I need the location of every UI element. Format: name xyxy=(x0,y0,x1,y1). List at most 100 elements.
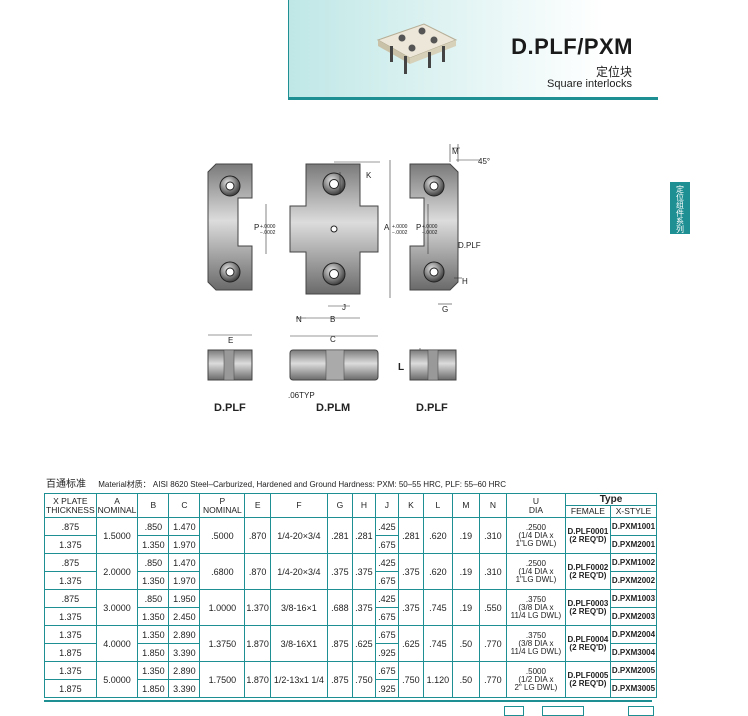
cell-l: .745 xyxy=(422,589,453,626)
dim-label-a: A xyxy=(384,223,390,232)
cell-j: .675 xyxy=(374,625,399,644)
cell-a: 4.0000 xyxy=(95,625,139,662)
cell-thickness: 1.375 xyxy=(44,607,97,626)
cell-u-line: (3/8 DIA x xyxy=(518,638,554,648)
cell-f: 1/2-13x1 1/4 xyxy=(269,661,328,698)
cell-b: 1.350 xyxy=(137,535,170,554)
cell-a: 2.0000 xyxy=(95,553,139,590)
dim-label-m: M xyxy=(452,147,459,156)
cell-female-line: (2 REQ'D) xyxy=(569,534,607,544)
cell-h: .281 xyxy=(351,517,376,554)
cell-e: 1.370 xyxy=(244,589,271,626)
cell-p: 1.3750 xyxy=(199,625,246,662)
cell-c: 1.970 xyxy=(168,571,201,590)
th-j: J xyxy=(374,493,399,518)
th-e: E xyxy=(244,493,271,518)
cell-f: 1/4-20×3/4 xyxy=(269,553,328,590)
cell-x-style: D.PXM3004 xyxy=(609,643,658,662)
cell-a: 3.0000 xyxy=(95,589,139,626)
th-b: B xyxy=(137,493,170,518)
cell-x-style: D.PXM1001 xyxy=(609,517,658,536)
cell-x-style: D.PXM3005 xyxy=(609,679,658,698)
cell-j: .925 xyxy=(374,679,399,698)
cell-j: .675 xyxy=(374,571,399,590)
dim-label-p: P xyxy=(254,223,259,232)
cell-n: .310 xyxy=(478,517,507,554)
cell-c: 2.890 xyxy=(168,661,201,680)
cell-b: .850 xyxy=(137,517,170,536)
cell-c: 2.450 xyxy=(168,607,201,626)
cell-l: .620 xyxy=(422,517,453,554)
cell-l: 1.120 xyxy=(422,661,453,698)
cell-b: .850 xyxy=(137,589,170,608)
cell-u-line: 1"LG DWL) xyxy=(515,538,557,548)
cell-e: 1.870 xyxy=(244,661,271,698)
cell-c: 3.390 xyxy=(168,643,201,662)
subtitle-chinese: 定位块 xyxy=(595,65,632,79)
left-plf-side-view xyxy=(207,349,253,381)
middle-plm-top-view xyxy=(289,163,379,295)
cell-u-line: (1/2 DIA x xyxy=(518,674,554,684)
th-m: M xyxy=(451,493,480,518)
side-category-tab[interactable]: 定位组件系列 xyxy=(670,182,690,234)
cell-u-line: (3/8 DIA x xyxy=(518,602,554,612)
footer-box-1 xyxy=(504,706,524,716)
cell-b: 1.850 xyxy=(137,643,170,662)
cell-h: .625 xyxy=(351,625,376,662)
cell-j: .425 xyxy=(374,517,399,536)
dim-label-a-tol-1: +.0000 xyxy=(392,224,408,230)
cell-h: .375 xyxy=(351,553,376,590)
cell-thickness: .875 xyxy=(44,553,97,572)
cell-x-style: D.PXM2003 xyxy=(609,607,658,626)
footer-box-2 xyxy=(542,706,584,716)
cell-thickness: .875 xyxy=(44,589,97,608)
caption-middle-plm: D.PLM xyxy=(316,402,351,414)
cell-k: .375 xyxy=(397,589,424,626)
cell-j: .425 xyxy=(374,553,399,572)
dim-label-b: B xyxy=(330,315,335,324)
th-l: L xyxy=(422,493,453,518)
cell-c: 2.890 xyxy=(168,625,201,644)
cell-f: 3/8-16X1 xyxy=(269,625,328,662)
dim-label-plf: D.PLF xyxy=(458,241,481,250)
cell-j: .425 xyxy=(374,589,399,608)
cell-female-line: (2 REQ'D) xyxy=(569,678,607,688)
header-divider xyxy=(288,0,289,100)
dim-label-k: K xyxy=(366,171,372,180)
cell-k: .750 xyxy=(397,661,424,698)
cell-female: D.PLF0002(2 REQ'D) xyxy=(564,553,611,590)
th-f: F xyxy=(269,493,328,518)
cell-f: 1/4-20×3/4 xyxy=(269,517,328,554)
cell-x-style: D.PXM1003 xyxy=(609,589,658,608)
cell-g: .875 xyxy=(326,625,353,662)
th-x-style: X-STYLE xyxy=(609,505,658,518)
cell-a: 1.5000 xyxy=(95,517,139,554)
cell-female-line: D.PLF0004 xyxy=(567,634,609,644)
dim-label-j: J xyxy=(342,303,346,312)
cell-k: .375 xyxy=(397,553,424,590)
cell-x-style: D.PXM2004 xyxy=(609,625,658,644)
dim-label-g: G xyxy=(442,305,448,314)
cell-h: .750 xyxy=(351,661,376,698)
th-type: Type xyxy=(564,493,658,506)
cell-u-line: (1/4 DIA x xyxy=(518,566,554,576)
cell-female-line: D.PLF0002 xyxy=(567,562,609,572)
cell-female-line: (2 REQ'D) xyxy=(569,606,607,616)
cell-e: .870 xyxy=(244,517,271,554)
dim-label-p-right: P xyxy=(416,223,421,232)
dim-label-n: N xyxy=(296,315,302,324)
bottom-rule xyxy=(44,700,652,702)
dim-label-a-tol-2: −.0002 xyxy=(392,230,408,236)
cell-u-line: (1/4 DIA x xyxy=(518,530,554,540)
dim-label-angle: 45° xyxy=(478,157,490,166)
cell-c: 1.970 xyxy=(168,535,201,554)
